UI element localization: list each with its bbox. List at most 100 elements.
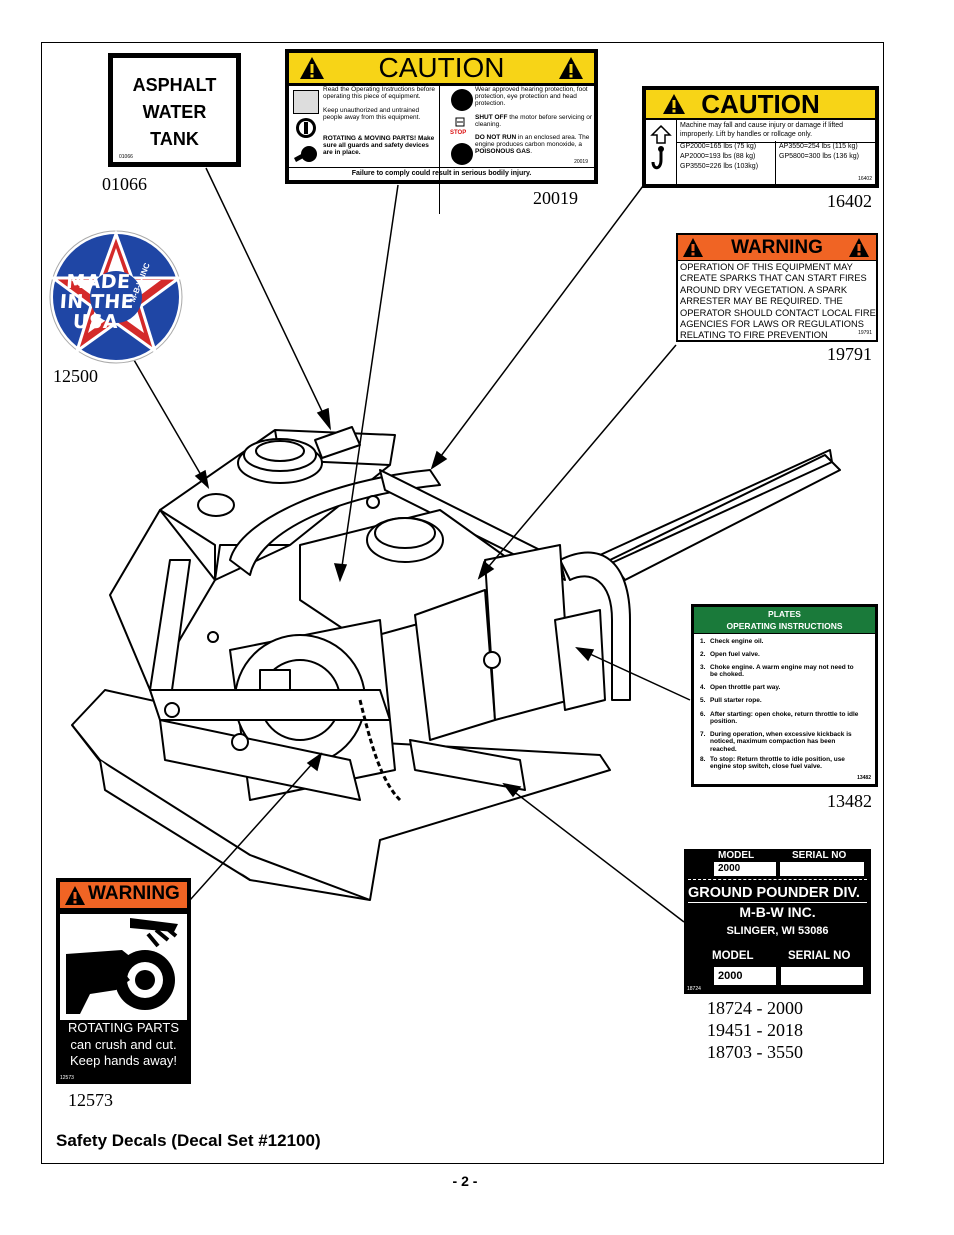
rotating-parts-icon: [294, 146, 317, 162]
model-label: MODEL: [718, 850, 755, 861]
part-number-19791: 19791: [827, 344, 872, 364]
made-in-usa-badge: [48, 230, 184, 364]
step-number: 7.: [700, 731, 706, 738]
protective-gear-icon: [451, 89, 473, 111]
warning-triangle-icon: [683, 238, 703, 257]
asphalt-line3: TANK: [150, 129, 199, 149]
decal-code: 12573: [60, 1075, 74, 1081]
instruction-list: 1.Check engine oil. 2.Open fuel valve. 3…: [694, 634, 875, 784]
badge-line1: MADE: [65, 271, 132, 293]
part-number-16402: 16402: [827, 191, 872, 211]
manual-icon: [293, 90, 319, 114]
decal-code: 20019: [574, 159, 588, 165]
step-text: To stop: Return throttle to idle positio…: [710, 756, 845, 771]
step-text: Open throttle part way.: [710, 684, 781, 691]
division-name: GROUND POUNDER DIV.: [688, 885, 860, 901]
caution-title: CAUTION: [378, 52, 505, 83]
divider: [688, 879, 867, 880]
caution-item-6-bold2: POISONOUS GAS: [475, 148, 531, 155]
caution-item-1: Read the Operating Instructions before o…: [323, 86, 436, 100]
caution-item-5-bold: SHUT OFF: [475, 114, 508, 121]
weight-gp3550: GP3550=226 lbs (103kg): [680, 163, 759, 170]
caution-item-6-bold: DO NOT RUN: [475, 134, 517, 141]
company-city: SLINGER, WI 53086: [726, 925, 829, 937]
badge-line3: USA: [72, 311, 120, 333]
caution-item-2: Keep unauthorized and untrained people a…: [323, 107, 421, 121]
weight-ap3550: AP3550=254 lbs (115 kg): [779, 143, 858, 150]
serial-label: SERIAL NO: [792, 850, 847, 861]
decal-warning-12573: WARNING ROTATING PARTS can crush and cut…: [56, 878, 191, 1084]
part-number-serial-2000: 18724 - 2000: [707, 998, 803, 1018]
step-text: Open fuel valve.: [710, 651, 760, 658]
decal-caution-16402: CAUTION Machine may fall and cause injur…: [642, 86, 879, 188]
weight-gp2000: GP2000=165 lbs (75 kg): [680, 143, 757, 150]
decal-code: 16402: [858, 176, 872, 182]
caution-footer: Failure to comply could result in seriou…: [289, 167, 594, 180]
part-number-12500: 12500: [53, 366, 98, 386]
part-number-01066: 01066: [102, 174, 147, 194]
caution-header: CAUTION: [289, 53, 594, 83]
step-number: 4.: [700, 684, 706, 691]
no-people-icon: [296, 118, 316, 138]
weights-left-column: GP2000=165 lbs (75 kg) AP2000=193 lbs (8…: [680, 142, 758, 172]
weight-ap2000: AP2000=193 lbs (88 kg): [680, 153, 756, 160]
asphalt-line1: ASPHALT: [132, 75, 217, 95]
decal-operating-instructions-13482: PLATES OPERATING INSTRUCTIONS 1.Check en…: [691, 604, 878, 787]
badge-line2: IN THE: [59, 291, 135, 313]
part-number-20019: 20019: [533, 188, 578, 208]
badge-text: MADE IN THE USA: [52, 271, 142, 333]
warning-triangle-icon: [663, 94, 685, 114]
serial-value-box: [780, 862, 864, 876]
warning-triangle-icon: [65, 886, 85, 905]
caution-item-5-text: the motor before servicing or cleaning.: [475, 114, 593, 128]
step-text: After starting: open choke, return throt…: [710, 711, 859, 726]
stop-sign-label: STOP: [450, 130, 467, 136]
warning-line2: can crush and cut.: [70, 1036, 177, 1052]
step-text: Choke engine. A warm engine may not need…: [710, 664, 854, 679]
caution-title: CAUTION: [701, 89, 820, 119]
warning-line3: Keep hands away!: [70, 1053, 177, 1068]
part-number-serial-2018: 19451 - 2018: [707, 1020, 803, 1040]
step-text: During operation, when excessive kickbac…: [710, 731, 852, 753]
decal-warning-19791: WARNING OPERATION OF THIS EQUIPMENT MAY …: [676, 233, 878, 342]
part-number-12573: 12573: [68, 1090, 113, 1110]
part-number-serial-3550: 18703 - 3550: [707, 1042, 803, 1062]
lift-hook-icon: [650, 124, 672, 170]
caution-item-5: SHUT OFF the motor before servicing or c…: [475, 114, 593, 128]
asphalt-line2: WATER: [142, 102, 207, 122]
caution-item-6-text: in an enclosed area. The engine produces…: [475, 134, 590, 148]
step-number: 5.: [700, 697, 706, 704]
model-value: 2000: [714, 862, 776, 876]
serial-value-box-2: [781, 967, 863, 985]
decal-asphalt-water-tank: ASPHALT WATER TANK 01066: [108, 53, 241, 167]
warning-line1: ROTATING PARTS: [68, 1020, 179, 1035]
step-number: 3.: [700, 664, 706, 671]
step-number: 2.: [700, 651, 706, 658]
engine-switch-icon: [455, 117, 465, 127]
step-text: Check engine oil.: [710, 638, 764, 645]
caution-item-4: Wear approved hearing protection, foot p…: [475, 86, 588, 107]
plates-header: PLATES: [768, 609, 801, 619]
warning-title: WARNING: [731, 237, 823, 258]
lift-warning-text: Machine may fall and cause injury or dam…: [677, 120, 875, 143]
exhaust-gas-icon: [451, 143, 473, 165]
page-number: - 2 -: [452, 1173, 478, 1189]
warning-triangle-icon: [849, 238, 869, 257]
spark-warning-text: OPERATION OF THIS EQUIPMENT MAY CREATE S…: [680, 262, 876, 341]
serial-label-2: SERIAL NO: [788, 950, 851, 962]
caution-item-3: ROTATING & MOVING PARTS! Make sure all g…: [323, 135, 435, 156]
serial-number-plate: MODEL SERIAL NO 2000 GROUND POUNDER DIV.…: [684, 849, 871, 994]
step-text: Pull starter rope.: [710, 697, 762, 704]
instructions-header: OPERATING INSTRUCTIONS: [726, 621, 843, 631]
hand-crush-icon: [66, 918, 178, 1014]
model-label-2: MODEL: [712, 950, 754, 962]
warning-triangle-icon: [559, 57, 583, 79]
company-name: M-B-W INC.: [739, 904, 816, 920]
part-number-13482: 13482: [827, 791, 872, 811]
warning-triangle-icon: [300, 57, 324, 79]
divider: [688, 902, 867, 903]
decal-code: 01066: [119, 154, 133, 160]
page-frame: [41, 42, 884, 1164]
warning-title: WARNING: [88, 883, 180, 904]
